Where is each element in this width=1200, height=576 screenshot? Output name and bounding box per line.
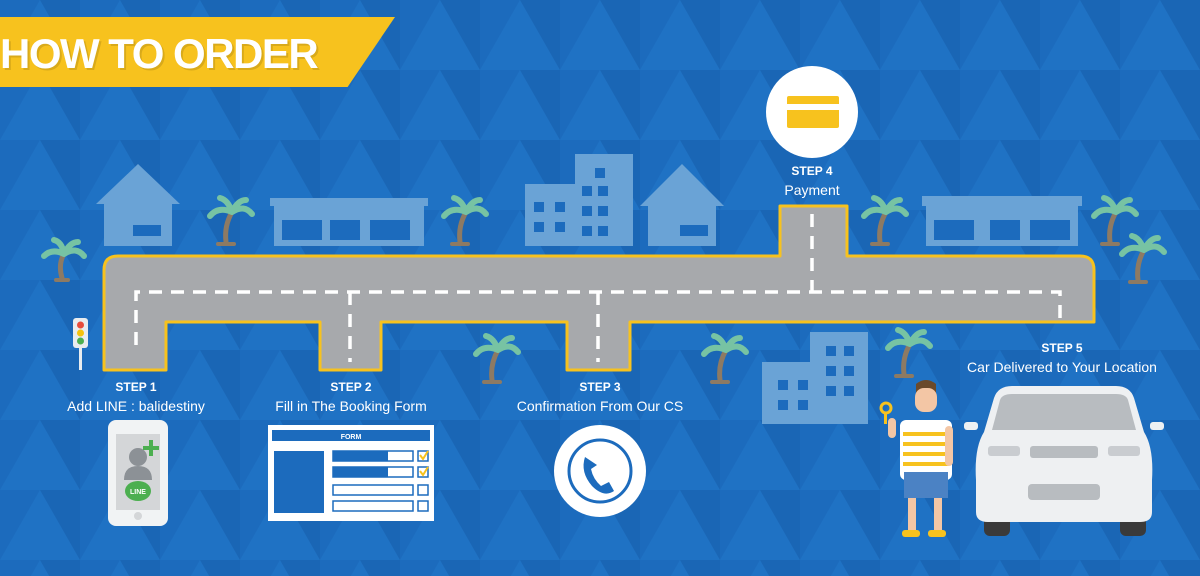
step-description: Add LINE : balidestiny [67,398,205,414]
step-description: Fill in The Booking Form [275,398,427,414]
step-5-label: STEP 5 Car Delivered to Your Location [950,341,1174,375]
palm-tree-icon [885,327,933,378]
palm-tree-icon [473,333,521,384]
step-description: Confirmation From Our CS [516,398,684,414]
step-number: STEP 5 [1041,341,1083,355]
step-1-label: STEP 1 Add LINE : balidestiny [36,380,236,414]
palm-trees [41,195,1167,384]
step-description: Payment [784,182,840,198]
house-1 [96,164,180,246]
palm-tree-icon [41,237,87,282]
step-description: Car Delivered to Your Location [967,359,1157,375]
form-graphic: FORM [268,425,434,521]
palm-tree-icon [1119,233,1167,284]
credit-card-icon [766,66,858,158]
step-number: STEP 2 [330,380,372,394]
phone-graphic: LINE [108,420,168,526]
road [102,204,1096,372]
palm-tree-icon [861,195,909,246]
check-icon [419,450,429,461]
apartment-2 [762,332,868,424]
step-4-label: STEP 4 Payment [742,164,882,198]
title-banner: HOW TO ORDER [0,17,395,87]
house-2 [640,164,724,246]
step-number: STEP 4 [791,164,833,178]
line-badge-text: LINE [130,489,146,496]
traffic-light-icon [73,318,88,370]
form-title: FORM [341,434,362,441]
palm-tree-icon [441,195,489,246]
apartment-1 [525,154,633,246]
key-icon [879,401,893,424]
palm-tree-icon [701,333,749,384]
palm-tree-icon [207,195,255,246]
check-icon [419,466,429,477]
step-2-label: STEP 2 Fill in The Booking Form [251,380,451,414]
step-number: STEP 3 [579,380,621,394]
line-app-icon: LINE [125,481,151,501]
man-with-key-graphic [879,380,953,537]
phone-call-icon [554,425,646,517]
long-building-1 [270,198,428,246]
page-title: HOW TO ORDER [0,30,319,77]
step-3-label: STEP 3 Confirmation From Our CS [490,380,710,414]
palm-tree-icon [1091,195,1139,246]
long-building-2 [922,196,1082,246]
car-graphic [964,386,1164,536]
step-number: STEP 1 [115,380,157,394]
